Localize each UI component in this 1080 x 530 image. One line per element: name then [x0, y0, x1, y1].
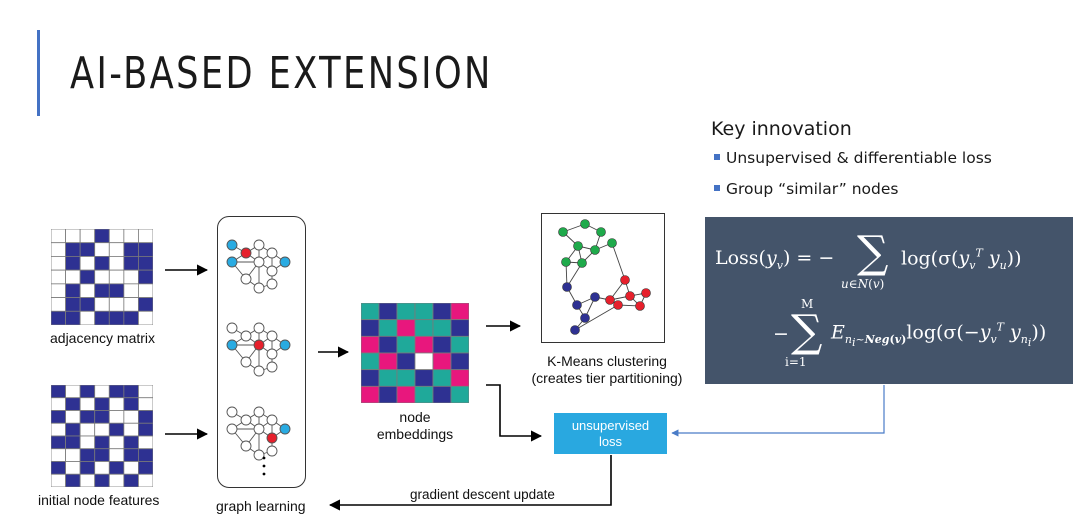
graph-node	[266, 278, 278, 290]
bullet-item: Unsupervised & differentiable loss	[714, 149, 992, 180]
cluster-node	[561, 257, 571, 267]
cluster-node	[607, 238, 617, 248]
graph-node	[253, 365, 265, 377]
loss-formula-box: Loss(yv) = − ∑ u∈N(v) log(σ(yvT yu)) M −…	[705, 217, 1073, 384]
graph-node	[253, 423, 265, 435]
graph-learning-panel	[217, 216, 306, 488]
matrix-cell	[138, 473, 153, 487]
graph-node	[226, 256, 238, 268]
cluster-node	[605, 295, 615, 305]
graph-node	[266, 247, 278, 259]
kmeans-label: K-Means clustering (creates tier partiti…	[531, 353, 683, 386]
ellipsis-dot	[262, 456, 266, 460]
node-embeddings-label: node embeddings	[376, 409, 454, 442]
graph-node	[253, 256, 265, 268]
graph-node	[240, 356, 252, 368]
graph-node	[279, 423, 291, 435]
cluster-node	[572, 300, 582, 310]
cluster-node	[562, 282, 572, 292]
graph-node	[266, 330, 278, 342]
graph-learning-label: graph learning	[216, 498, 306, 514]
graph-node	[240, 273, 252, 285]
square-bullet-icon	[714, 154, 720, 160]
cluster-node	[577, 258, 587, 268]
title-accent-bar	[37, 30, 40, 116]
formula-term1: log(σ(yvT yu))	[901, 247, 1022, 273]
unsupervised-loss-box: unsupervised loss	[554, 413, 667, 454]
arrow-embeddings-to-loss	[486, 384, 543, 442]
graph-node	[266, 361, 278, 373]
adjacency-matrix-label: adjacency matrix	[50, 330, 156, 346]
kmeans-panel	[541, 213, 665, 343]
ellipsis-dot	[262, 464, 266, 468]
graph-node	[279, 339, 291, 351]
cluster-node	[590, 245, 600, 255]
page-title: AI-BASED EXTENSION	[70, 48, 493, 99]
graph-node	[253, 239, 265, 251]
graph-node	[266, 348, 278, 360]
graph-node	[240, 414, 252, 426]
key-innovation-list: Unsupervised & differentiable loss Group…	[714, 149, 992, 211]
graph-node	[253, 339, 265, 351]
graph-node	[226, 239, 238, 251]
cluster-node	[625, 291, 635, 301]
node-features-grid	[51, 385, 153, 487]
matrix-cell	[450, 385, 469, 403]
graph-node	[253, 449, 265, 461]
graph-node	[266, 432, 278, 444]
formula-minus: −	[773, 323, 789, 345]
cluster-node	[580, 313, 590, 323]
node-embeddings-grid	[361, 303, 469, 403]
initial-node-features-label: initial node features	[38, 492, 160, 508]
arrow-formula-to-loss	[671, 385, 885, 437]
square-bullet-icon	[714, 185, 720, 191]
cluster-node	[580, 219, 590, 229]
graph-node	[226, 339, 238, 351]
graph-node	[226, 423, 238, 435]
formula-sum1-subscript: u∈N(v)	[841, 277, 885, 291]
graph-glyph	[226, 239, 291, 294]
arrow-loss-to-graph	[328, 455, 612, 511]
graph-node	[240, 330, 252, 342]
cluster-node	[590, 292, 600, 302]
graph-node	[253, 282, 265, 294]
key-innovation-heading: Key innovation	[711, 118, 852, 140]
formula-term2: Eni~Neg(v)log(σ(−yvT yni))	[831, 321, 1047, 350]
graph-node	[226, 406, 238, 418]
gradient-descent-label: gradient descent update	[410, 487, 555, 502]
cluster-node	[596, 227, 606, 237]
summation-icon: ∑	[857, 227, 889, 278]
cluster-node	[573, 241, 583, 251]
formula-sum2-lower: i=1	[785, 355, 807, 369]
ellipsis-dot	[262, 472, 266, 476]
graph-node	[253, 406, 265, 418]
graph-node	[240, 440, 252, 452]
graph-node	[279, 256, 291, 268]
cluster-node	[641, 288, 651, 298]
graph-node	[240, 247, 252, 259]
cluster-node	[570, 325, 580, 335]
cluster-node	[620, 275, 630, 285]
bullet-item: Group “similar” nodes	[714, 180, 992, 211]
adjacency-matrix-grid	[51, 229, 153, 325]
summation-icon: ∑	[791, 306, 823, 357]
cluster-node	[613, 300, 623, 310]
graph-node	[226, 322, 238, 334]
graph-node	[266, 414, 278, 426]
graph-node	[266, 445, 278, 457]
graph-glyph	[226, 322, 291, 377]
graph-node	[253, 322, 265, 334]
formula-loss-lhs: Loss(yv) = −	[715, 247, 835, 272]
cluster-node	[635, 301, 645, 311]
graph-node	[266, 265, 278, 277]
formula-sum2-upper: M	[801, 297, 814, 311]
graph-glyph	[226, 406, 291, 461]
cluster-node	[558, 227, 568, 237]
